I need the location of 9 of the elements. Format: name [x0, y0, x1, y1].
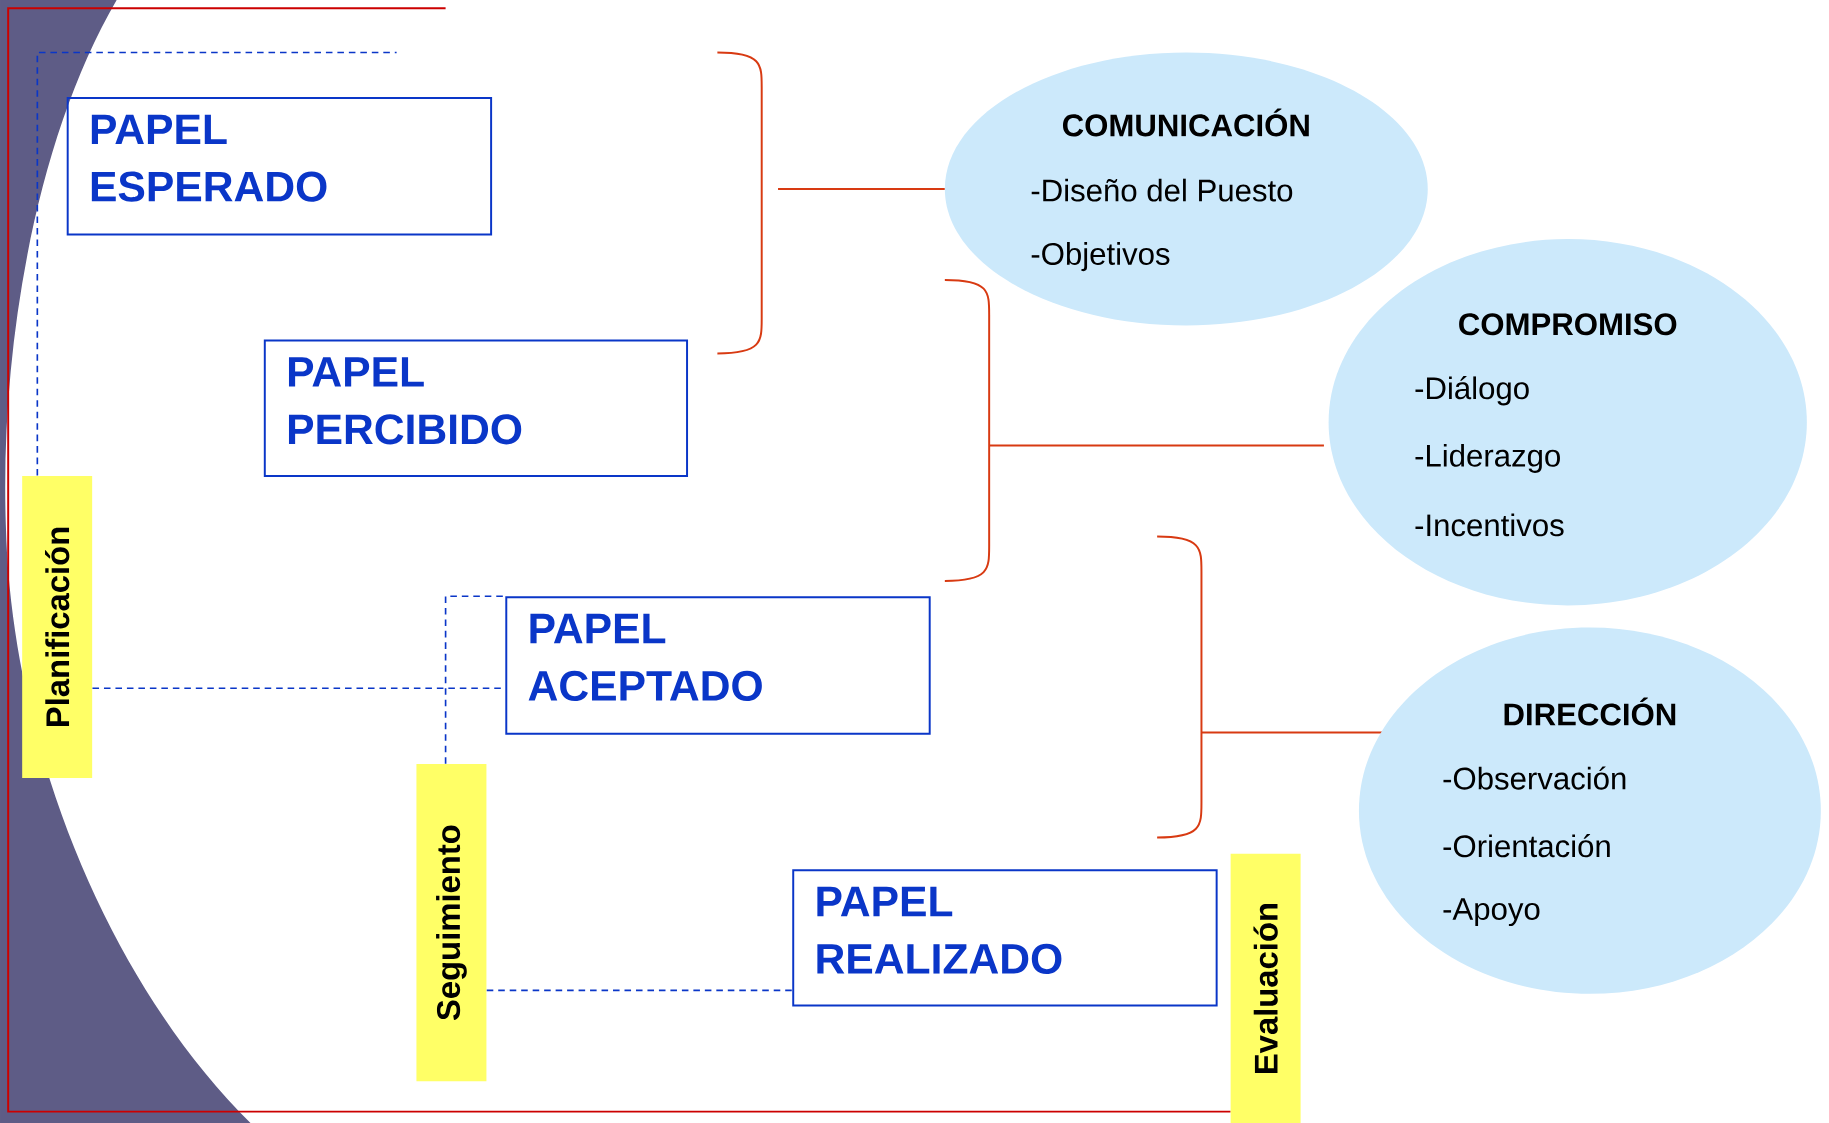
connector-line [485, 989, 794, 991]
role-box: PAPEL ESPERADO [66, 96, 493, 236]
connector-line [36, 51, 398, 477]
stage-label: Planificación [22, 475, 93, 778]
stage-label: Evaluación [1230, 853, 1301, 1123]
role-box: PAPEL PERCIBIDO [263, 339, 689, 477]
role-box: PAPEL REALIZADO [792, 869, 1218, 1007]
stage-label: Seguimiento [416, 763, 487, 1082]
role-box: PAPEL ACEPTADO [505, 596, 931, 735]
